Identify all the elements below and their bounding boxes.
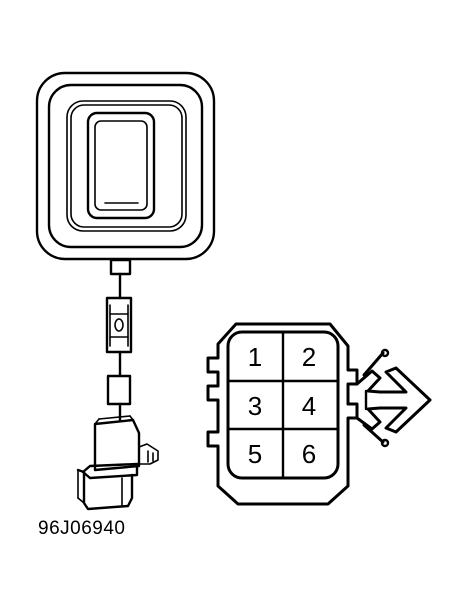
wire-harness <box>76 258 159 511</box>
pin-label-6: 6 <box>302 439 316 469</box>
switch-button-face <box>94 120 148 211</box>
harness-sleeve <box>105 296 133 354</box>
harness-ferrule <box>106 374 132 406</box>
switch-button <box>86 111 156 220</box>
pin-label-1: 1 <box>248 342 262 372</box>
harness-stub <box>109 258 132 276</box>
switch-inner-bezel <box>47 83 204 249</box>
connector-face-outline <box>206 322 359 506</box>
pin-label-4: 4 <box>302 391 316 421</box>
figure-id-label: 96J06940 <box>38 518 126 539</box>
switch-recess-inner <box>70 104 183 228</box>
pin-label-3: 3 <box>248 391 262 421</box>
harness-connector-plug <box>76 415 159 511</box>
locking-tab-icon <box>355 348 432 448</box>
pin-label-5: 5 <box>248 439 262 469</box>
pin-label-2: 2 <box>302 342 316 372</box>
switch-assembly <box>35 71 216 261</box>
switch-recess <box>66 100 187 232</box>
connector-face: 1 2 3 4 5 6 <box>206 322 432 506</box>
